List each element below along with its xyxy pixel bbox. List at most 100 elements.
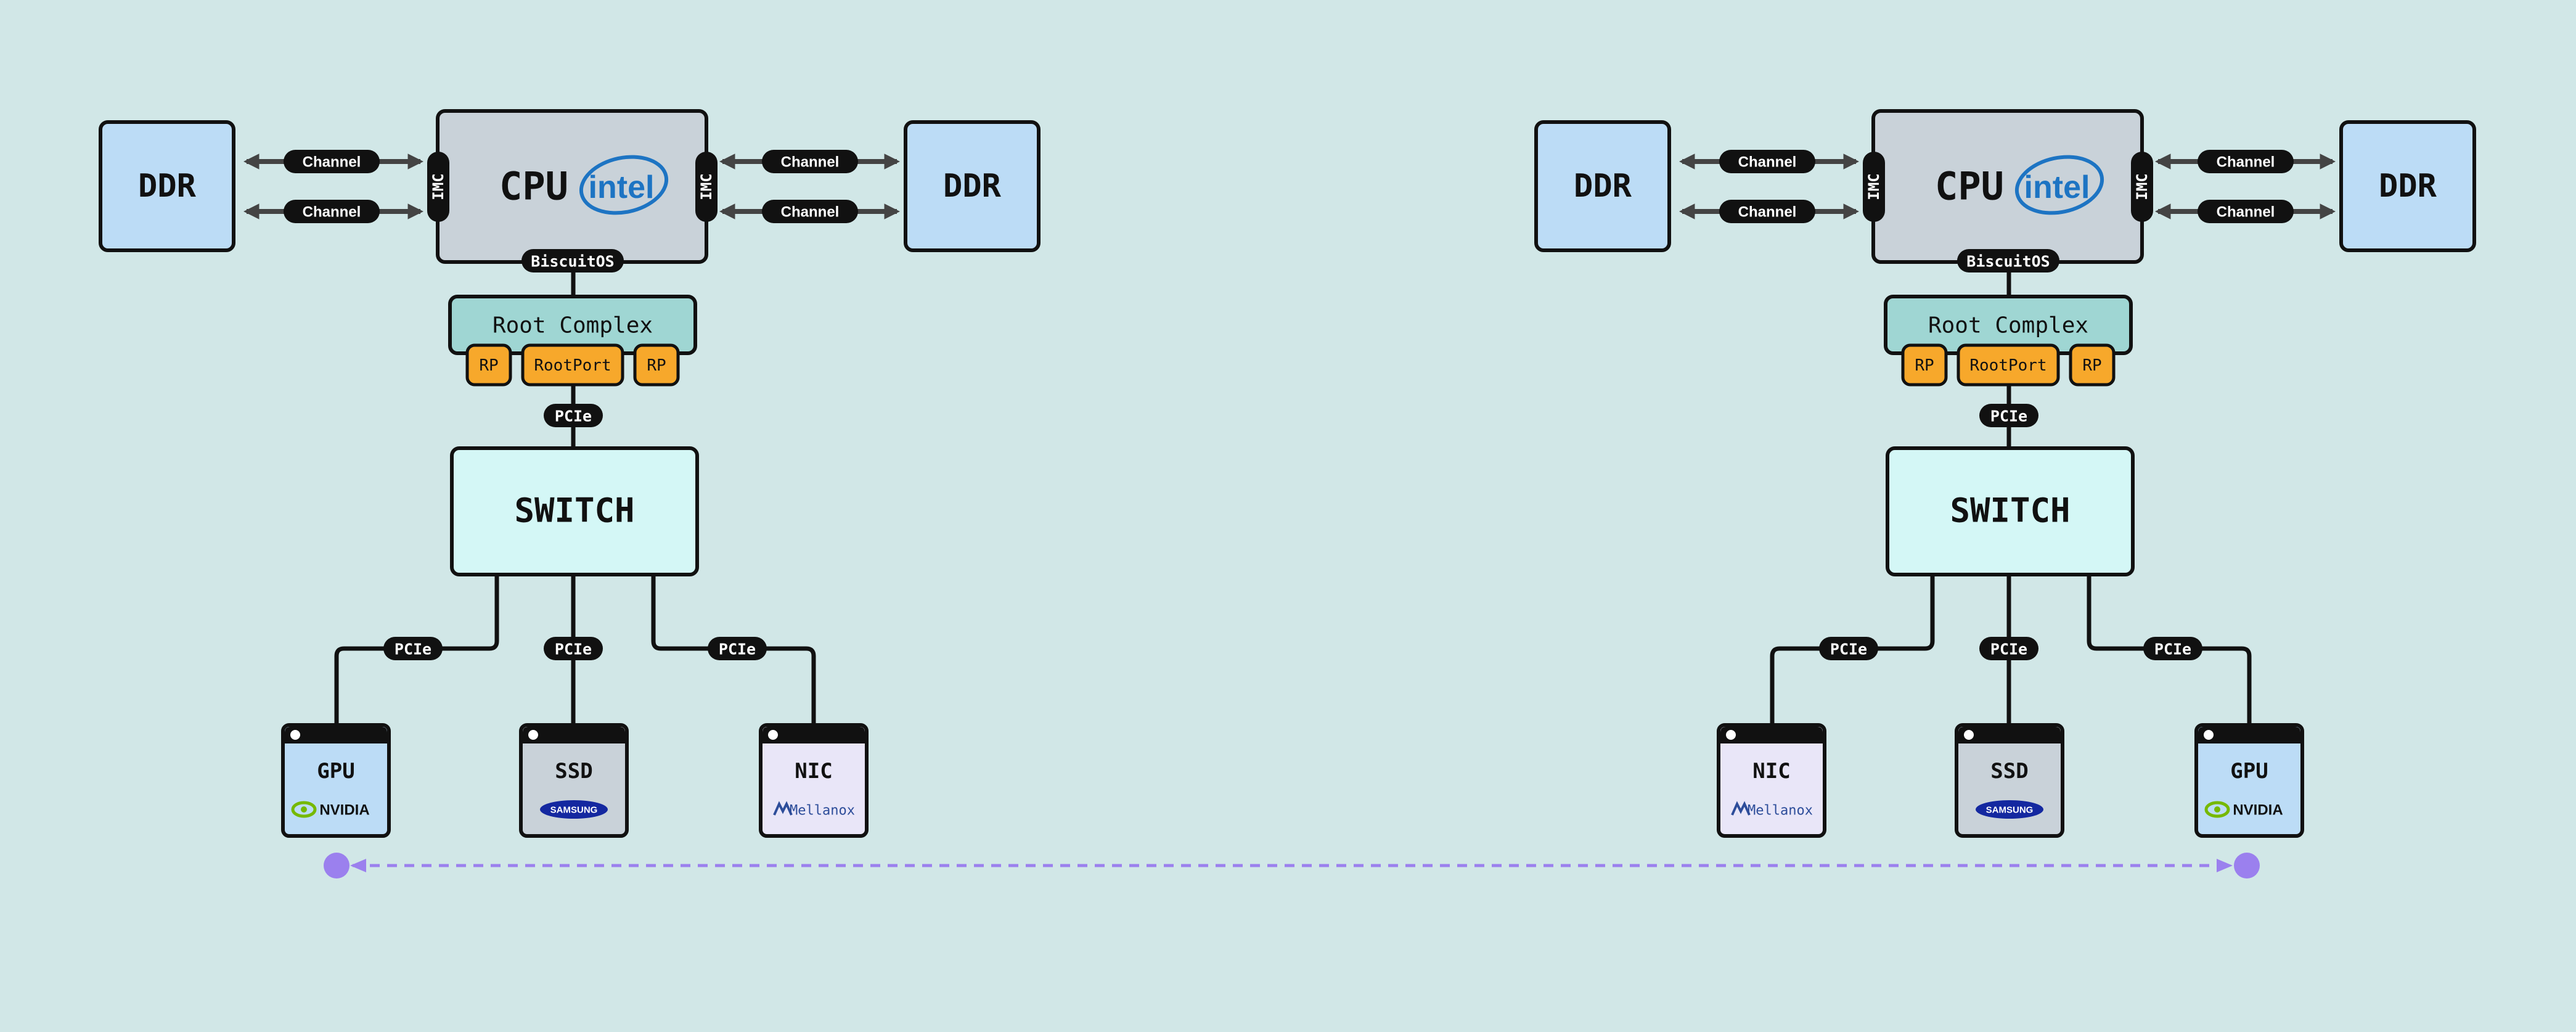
ddr-right-label: DDR [943, 168, 1002, 205]
pcie-downlink-pill: PCIe [544, 637, 603, 660]
device-vendor: Mellanox [790, 803, 855, 819]
device-vendor: NVIDIA [319, 802, 369, 819]
ddr-left-label: DDR [138, 168, 197, 205]
status-led-icon [1726, 730, 1736, 740]
cpu-block: CPU intel [436, 109, 708, 264]
pcie-downlink-pill: PCIe [383, 637, 443, 660]
pcie-switch: SWITCH [1886, 446, 2135, 576]
device-vendor: SAMSUNG [550, 805, 598, 816]
channel-pill: Channel [1719, 150, 1815, 173]
firmware-badge: BiscuitOS [1957, 249, 2059, 272]
host-node: DDR DDR Channel Channel Channel Channel … [99, 109, 1041, 838]
ddr-right-label: DDR [2379, 168, 2437, 205]
root-complex-label: Root Complex [493, 313, 653, 338]
root-port-label: RootPort [534, 356, 611, 375]
root-port-label: RP [2082, 356, 2101, 375]
imc-right-label: IMC [698, 173, 715, 200]
pcie-switch: SWITCH [450, 446, 699, 576]
cpu-block: CPU intel [1871, 109, 2144, 264]
channel-label: Channel [781, 204, 840, 221]
nvidia-eye-icon [2204, 801, 2230, 818]
pcie-downlink-label: PCIe [1830, 641, 1867, 658]
channel-label: Channel [781, 154, 840, 171]
channel-pill: Channel [2198, 200, 2294, 223]
root-port: RP [633, 343, 680, 387]
firmware-label: BiscuitOS [531, 253, 614, 271]
device-vendor: SAMSUNG [1986, 805, 2034, 816]
imc-left: IMC [427, 152, 449, 222]
imc-left-label: IMC [1865, 173, 1883, 200]
firmware-badge: BiscuitOS [521, 249, 624, 272]
root-port: RootPort [1957, 343, 2060, 387]
intel-logo-text: intel [589, 170, 655, 205]
device-card-nic: NIC Mellanox [1717, 723, 1826, 838]
root-port-label: RP [479, 356, 498, 375]
device-card-gpu: GPU NVIDIA [2194, 723, 2304, 838]
root-port: RP [1901, 343, 1948, 387]
channel-pill: Channel [1719, 200, 1815, 223]
imc-left: IMC [1863, 152, 1885, 222]
ddr-module-left: DDR [99, 120, 235, 252]
channel-pill: Channel [2198, 150, 2294, 173]
status-led-icon [528, 730, 538, 740]
pcie-uplink-pill: PCIe [544, 404, 603, 427]
pcie-downlink-pill: PCIe [1819, 637, 1878, 660]
status-led-icon [768, 730, 778, 740]
samsung-logo-icon [1976, 800, 2043, 819]
firmware-label: BiscuitOS [1966, 253, 2050, 271]
imc-right: IMC [695, 152, 718, 222]
pcie-downlink-pill: PCIe [1979, 637, 2038, 660]
pcie-uplink-label: PCIe [1990, 407, 2027, 425]
intel-logo-icon: intel [579, 155, 669, 215]
mellanox-logo-icon [773, 801, 793, 816]
p2p-endpoint-right [2234, 853, 2260, 878]
channel-pill: Channel [284, 200, 380, 223]
device-vendor: Mellanox [1748, 803, 1813, 819]
pcie-downlink-label: PCIe [395, 641, 431, 658]
intel-logo-text: intel [2024, 170, 2090, 205]
root-port-label: RP [647, 356, 666, 375]
device-card-nic: NIC Mellanox [759, 723, 869, 838]
imc-right: IMC [2131, 152, 2153, 222]
p2p-endpoint-left [324, 853, 350, 878]
pcie-downlink-pill: PCIe [708, 637, 767, 660]
pcie-downlink-label: PCIe [719, 641, 756, 658]
root-port: RP [2069, 343, 2116, 387]
device-name: SSD [1990, 759, 2028, 784]
ddr-left-label: DDR [1574, 168, 1632, 205]
device-card-gpu: GPU NVIDIA [281, 723, 391, 838]
samsung-logo-icon [540, 800, 608, 819]
device-vendor: NVIDIA [2233, 802, 2283, 819]
switch-label: SWITCH [1950, 491, 2070, 530]
device-name: SSD [555, 759, 592, 784]
pcie-downlink-pill: PCIe [2143, 637, 2202, 660]
device-name: GPU [2230, 759, 2268, 784]
device-name: NIC [795, 759, 832, 784]
channel-label: Channel [2217, 204, 2275, 221]
device-card-ssd: SSD SAMSUNG [1955, 723, 2064, 838]
channel-label: Channel [2217, 154, 2275, 171]
ddr-module-right: DDR [2339, 120, 2476, 252]
root-port-label: RP [1915, 356, 1934, 375]
cpu-label: CPU [499, 164, 568, 209]
device-card-ssd: SSD SAMSUNG [519, 723, 629, 838]
root-complex-label: Root Complex [1928, 313, 2088, 338]
status-led-icon [290, 730, 300, 740]
p2p-link [324, 853, 2260, 878]
ddr-module-right: DDR [904, 120, 1041, 252]
imc-right-label: IMC [2133, 173, 2151, 200]
device-name: GPU [317, 759, 354, 784]
channel-pill: Channel [762, 150, 858, 173]
channel-pill: Channel [284, 150, 380, 173]
channel-label: Channel [1738, 204, 1797, 221]
cpu-label: CPU [1935, 164, 2004, 209]
channel-label: Channel [303, 154, 361, 171]
pcie-downlink-label: PCIe [1990, 641, 2027, 658]
ddr-module-left: DDR [1534, 120, 1671, 252]
root-port: RootPort [521, 343, 624, 387]
device-name: NIC [1752, 759, 1790, 784]
status-led-icon [2204, 730, 2214, 740]
pcie-downlink-label: PCIe [555, 641, 592, 658]
switch-label: SWITCH [514, 491, 634, 530]
